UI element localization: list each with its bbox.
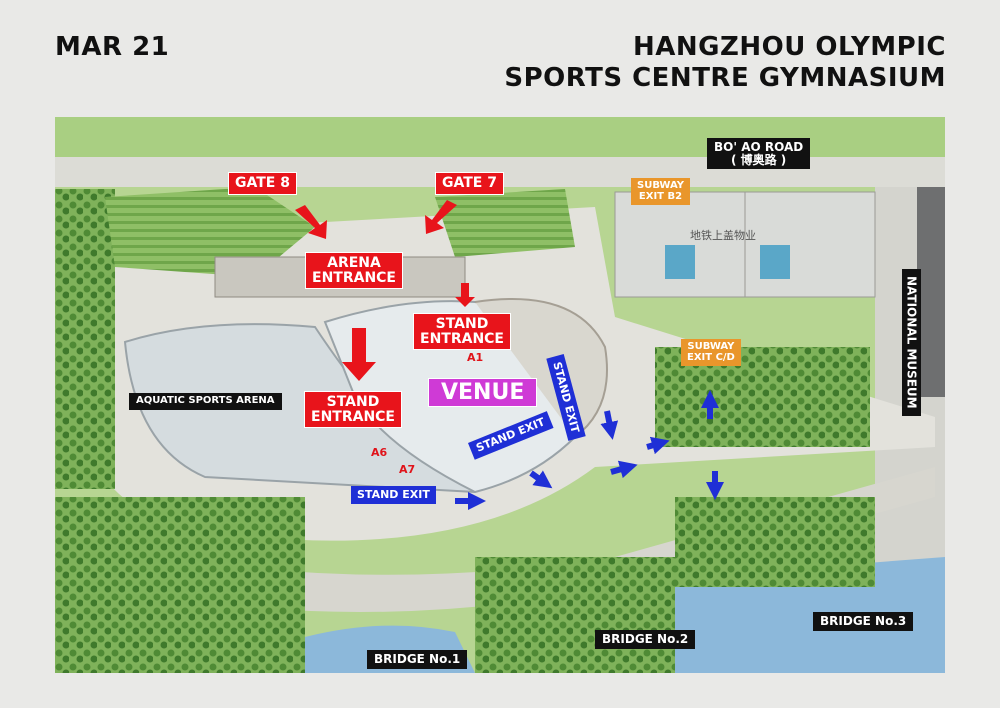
subway-exit-b2-line-1: SUBWAY [637, 180, 685, 191]
tower-west-atrium [665, 245, 695, 279]
aquatic-arena-label: AQUATIC SPORTS ARENA [129, 393, 282, 410]
tower-east-atrium [760, 245, 790, 279]
terraces-west [105, 187, 315, 277]
arena-entrance-line-1: ARENA [327, 255, 381, 271]
tower-west [614, 191, 746, 298]
subway-exit-cd-line-1: SUBWAY [687, 341, 735, 352]
bridge-1-label: BRIDGE No.1 [367, 650, 468, 669]
building-sign: 地铁上盖物业 [690, 228, 756, 242]
road-name-chinese: ( 博奥路 ) [730, 152, 787, 167]
stand-entrance-a1-line-1: STAND [435, 316, 489, 332]
bridge-2-label: BRIDGE No.2 [595, 630, 696, 649]
museum-building [917, 187, 945, 397]
title-line-1: HANGZHOU OLYMPIC [633, 32, 946, 62]
stand-entrance-a1-label: STAND ENTRANCE [413, 313, 511, 351]
top-lawn [55, 117, 945, 157]
exit-arrow-2 [529, 470, 553, 489]
subway-exit-b2-label: SUBWAY EXIT B2 [631, 178, 691, 205]
stand-exit-label-1: STAND EXIT [351, 486, 436, 504]
trees-southwest [55, 497, 305, 673]
entrance-arrows [295, 200, 475, 381]
trees-west [55, 189, 115, 489]
exit-arrow-7 [610, 460, 638, 479]
exit-arrow-3 [600, 410, 619, 440]
stand-entrance-a1-line-2: ENTRANCE [420, 330, 504, 347]
venue-title: HANGZHOU OLYMPIC SPORTS CENTRE GYMNASIUM [504, 32, 946, 94]
stand-entrance-a6-line-2: ENTRANCE [311, 408, 395, 425]
trees-south [475, 557, 675, 673]
exit-arrow-4 [646, 436, 670, 455]
terraces-east [435, 189, 575, 257]
road-name: BO' AO ROAD [714, 140, 804, 154]
tower-east [744, 191, 876, 298]
gate-7-label: GATE 7 [435, 172, 504, 195]
trees-southeast [675, 497, 875, 587]
seat-block-a1: A1 [467, 351, 484, 364]
seat-block-a7: A7 [399, 463, 416, 476]
arrow-gate8 [295, 205, 327, 239]
subway-exit-cd-line-2: EXIT C/D [687, 351, 735, 363]
bridge-3-label: BRIDGE No.3 [813, 612, 914, 631]
arrow-stand-entrance-a1 [455, 283, 475, 307]
subway-exit-cd-label: SUBWAY EXIT C/D [681, 339, 741, 366]
event-date: MAR 21 [55, 32, 170, 62]
title-line-2: SPORTS CENTRE GYMNASIUM [504, 63, 946, 93]
subway-exit-b2-line-2: EXIT B2 [638, 190, 683, 202]
seat-block-a6: A6 [371, 446, 388, 459]
promenade [115, 467, 935, 612]
bo-ao-road-label: BO' AO ROAD ( 博奥路 ) [707, 138, 811, 170]
stand-entrance-a6-line-1: STAND [326, 394, 380, 410]
arena-entrance-line-2: ENTRANCE [312, 269, 396, 286]
national-museum-label: NATIONAL MUSEUM [902, 269, 921, 416]
arrow-gate7 [425, 200, 457, 234]
arrow-stand-entrance-a6 [342, 328, 376, 381]
venue-map[interactable]: 地铁上盖物业 GATE 8 GATE 7 ARENA ENTRANCE STAN… [55, 117, 945, 673]
arena-entrance-label: ARENA ENTRANCE [305, 252, 403, 290]
gate-8-label: GATE 8 [228, 172, 297, 195]
stand-entrance-a6-label: STAND ENTRANCE [304, 391, 402, 429]
exit-arrows [455, 390, 724, 510]
venue-label: VENUE [428, 378, 538, 408]
